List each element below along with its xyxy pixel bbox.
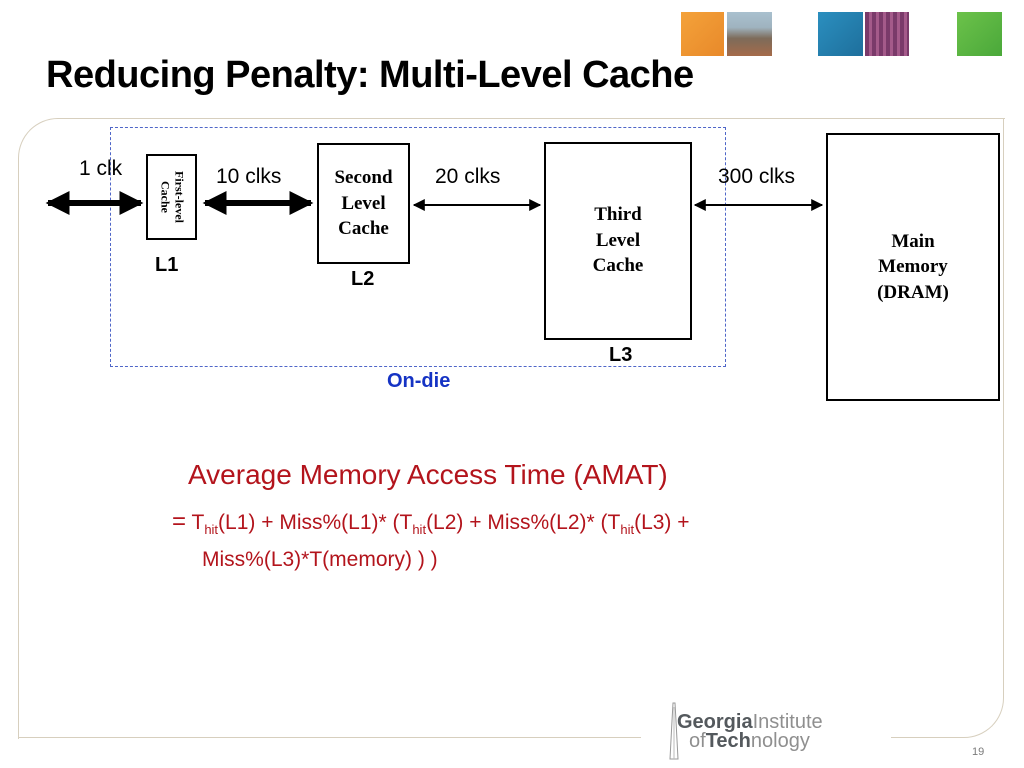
- logo-georgia: Georgia: [677, 711, 753, 733]
- l1-latency-label: 1 clk: [79, 157, 123, 180]
- main-memory-text: Main Memory (DRAM): [877, 230, 949, 303]
- green-square-icon: [957, 12, 1002, 56]
- orange-square-icon: [681, 12, 724, 56]
- l1-cache-box: First-level Cache: [146, 154, 197, 240]
- logo-area: [641, 697, 891, 760]
- content-frame: [18, 118, 1005, 739]
- campus-photo-icon: [727, 12, 772, 56]
- formula-term: (L2) + Miss%(L2)* (T: [426, 511, 621, 534]
- l3-label: L3: [609, 344, 633, 366]
- hit-subscript: hit: [620, 522, 635, 538]
- l2-label: L2: [351, 268, 375, 290]
- equals-sign: =: [172, 508, 187, 535]
- formula-term: T: [191, 511, 205, 534]
- amat-formula: = Thit(L1) + Miss%(L1)* (Thit(L2) + Miss…: [172, 507, 872, 575]
- main-memory-box: Main Memory (DRAM): [826, 133, 1000, 401]
- on-die-label: On-die: [387, 370, 451, 392]
- l3-cache-text: Third Level Cache: [592, 204, 644, 277]
- l1-cache-text: First-level Cache: [158, 171, 187, 223]
- l1-label: L1: [155, 254, 179, 276]
- amat-title: Average Memory Access Time (AMAT): [188, 459, 668, 490]
- formula-term: (L1) + Miss%(L1)* (T: [218, 511, 413, 534]
- logo-of: of: [689, 730, 706, 752]
- on-die-region: [110, 127, 726, 367]
- l3-latency-label: 20 clks: [435, 165, 501, 188]
- slide-title: Reducing Penalty: Multi-Level Cache: [46, 54, 694, 96]
- formula-term: (L3) +: [634, 511, 690, 534]
- georgia-tech-logo: GeorgiaInstitute ofTechnology: [677, 711, 823, 752]
- logo-tech: Tech: [705, 730, 751, 752]
- amat-formula-line2: Miss%(L3)*T(memory) ) ): [202, 548, 438, 572]
- page-number: 19: [972, 746, 985, 758]
- tower-icon: [669, 702, 679, 760]
- logo-institute: Institute: [752, 711, 823, 733]
- amat-formula-terms: Thit(L1) + Miss%(L1)* (Thit(L2) + Miss%(…: [191, 511, 690, 538]
- hit-subscript: hit: [412, 522, 427, 538]
- blue-square-icon: [818, 12, 863, 56]
- l2-cache-box: Second Level Cache: [317, 143, 410, 264]
- logo-nology: nology: [750, 730, 810, 752]
- l3-cache-box: Third Level Cache: [544, 142, 692, 340]
- content-frame-corner: [18, 118, 1004, 738]
- l2-latency-label: 10 clks: [216, 165, 282, 188]
- l2-cache-text: Second Level Cache: [334, 167, 393, 240]
- amat-formula-line1: = Thit(L1) + Miss%(L1)* (Thit(L2) + Miss…: [172, 507, 872, 545]
- memory-latency-label: 300 clks: [718, 165, 796, 188]
- circuit-photo-icon: [865, 12, 909, 56]
- hit-subscript: hit: [204, 522, 219, 538]
